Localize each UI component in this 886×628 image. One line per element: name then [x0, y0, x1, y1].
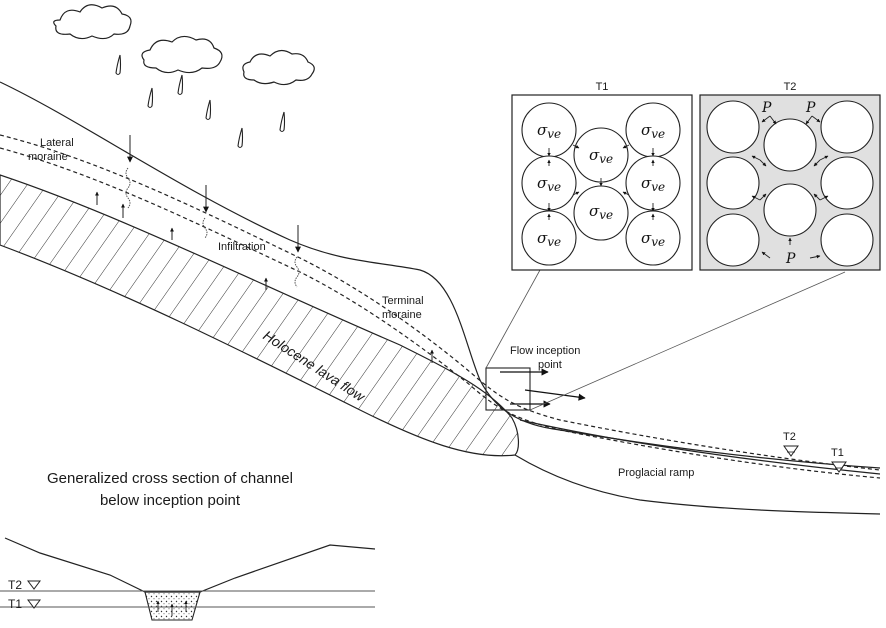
panel-t1: T1 σve σve σve σve σve σve σve σve — [511, 81, 693, 271]
cross-section-title: Generalized cross section of channel — [47, 470, 293, 487]
label-proglacial-ramp: Proglacial ramp — [618, 467, 694, 479]
zoom-line — [485, 269, 541, 369]
label-lateral-moraine: Lateral — [40, 137, 74, 149]
ground-surface-line — [0, 81, 881, 469]
panel-t2: T2 P P P — [699, 81, 881, 271]
channel-cross-section: T2 T1 — [0, 537, 376, 621]
cross-section-t1-label: T1 — [8, 597, 22, 611]
label-infiltration: Infiltration — [218, 241, 266, 253]
raindrop-icon — [147, 87, 154, 109]
label-lateral-moraine: moraine — [28, 151, 68, 163]
raindrops — [115, 54, 286, 149]
infiltration-arrows — [125, 135, 301, 288]
t1-marker-label: T1 — [831, 447, 844, 459]
upward-flow-arrows — [95, 191, 434, 363]
cross-section-title: below inception point — [100, 492, 241, 509]
panel-t2-title: T2 — [784, 81, 797, 93]
t2-marker-label: T2 — [783, 431, 796, 443]
water-level-t2: T2 — [783, 431, 799, 457]
raindrop-icon — [279, 111, 286, 133]
label-terminal-moraine: Terminal — [382, 295, 424, 307]
zoom-line — [529, 271, 846, 411]
water-table-upper-dashed — [0, 134, 881, 471]
proglacial-ramp-line — [514, 454, 881, 515]
flow-arrow — [524, 389, 586, 401]
raindrop-icon — [205, 99, 212, 121]
pressure-label: P — [761, 100, 772, 116]
raindrop-icon — [115, 54, 122, 76]
water-level-t1: T1 — [831, 447, 847, 473]
label-flow-inception: Flow inception — [510, 345, 580, 357]
pore-pressure-labels: P P P — [761, 100, 816, 267]
pressure-label: P — [805, 100, 816, 116]
cloud-icon — [242, 49, 315, 86]
pressure-label: P — [785, 251, 796, 267]
clouds — [53, 4, 315, 86]
raindrop-icon — [237, 127, 244, 149]
label-flow-inception: point — [538, 359, 562, 371]
raindrop-icon — [177, 74, 184, 96]
cloud-icon — [141, 35, 223, 74]
label-terminal-moraine: moraine — [382, 309, 422, 321]
water-table-lower-dashed — [0, 147, 881, 479]
channel-line — [519, 419, 881, 475]
cross-section-t2-label: T2 — [8, 578, 22, 592]
panel-t1-title: T1 — [596, 81, 609, 93]
cloud-icon — [53, 4, 132, 40]
flow-inception-box — [485, 367, 531, 411]
holocene-lava-flow-region — [0, 174, 519, 457]
